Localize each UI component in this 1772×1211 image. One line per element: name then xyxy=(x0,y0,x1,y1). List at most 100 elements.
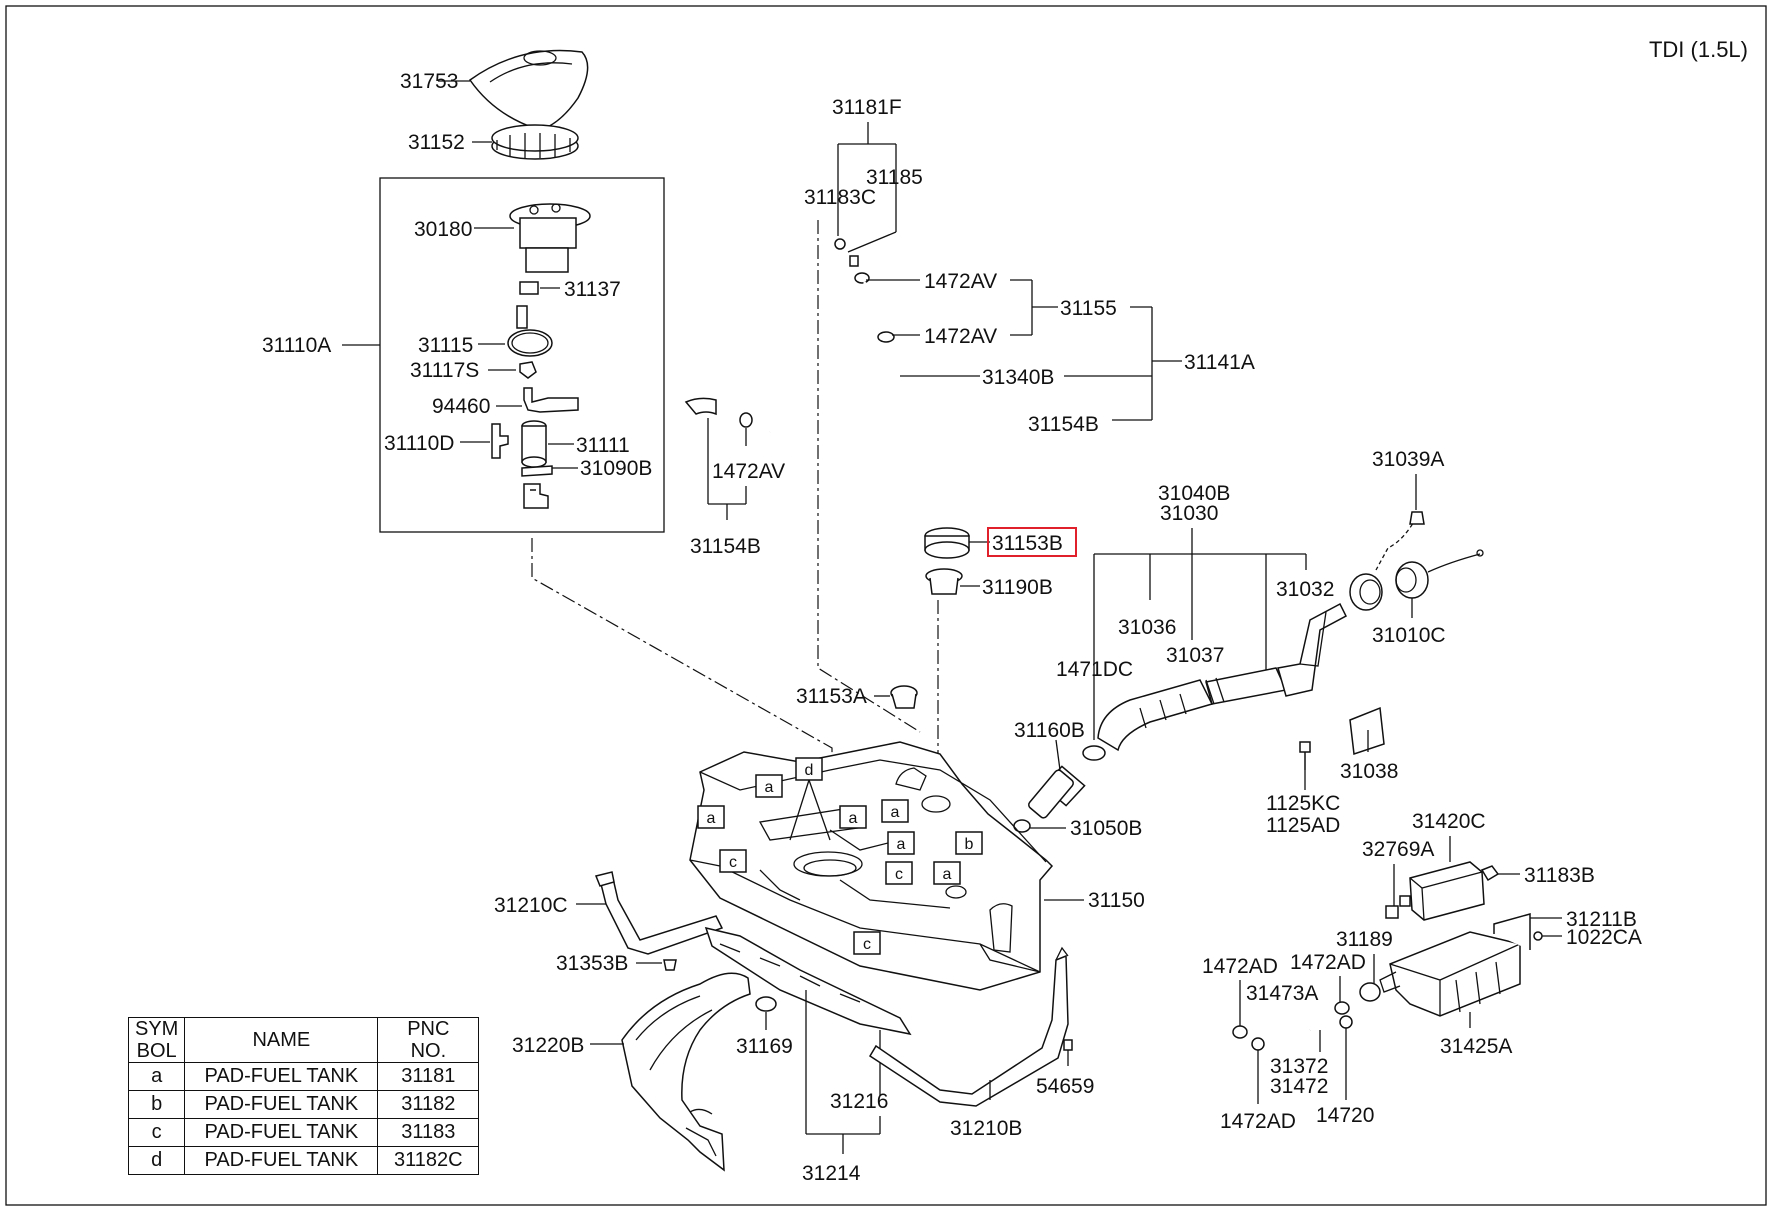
pad-marker-c3[interactable] xyxy=(853,931,881,955)
part-1472AD-clamp-a[interactable] xyxy=(1232,1025,1248,1039)
part-54659[interactable] xyxy=(1063,1039,1073,1051)
part-31183B[interactable] xyxy=(1480,865,1500,882)
part-31110D-bracket[interactable] xyxy=(491,423,509,459)
part-31185[interactable] xyxy=(849,255,859,267)
part-1125KC-bolt[interactable] xyxy=(1299,741,1311,770)
label-1125KC: 1125KC xyxy=(1266,792,1340,815)
label-31340B: 31340B xyxy=(982,366,1054,389)
part-31010C-cap[interactable] xyxy=(1395,549,1484,599)
pad-marker-a3[interactable] xyxy=(839,805,867,829)
label-31189: 31189 xyxy=(1336,928,1393,951)
part-31154B-hose[interactable] xyxy=(684,397,717,416)
part-hose-clamp-lower[interactable] xyxy=(877,331,895,343)
part-31152-lock-ring[interactable] xyxy=(491,124,579,160)
label-31050B: 31050B xyxy=(1070,817,1142,840)
label-31036: 31036 xyxy=(1118,616,1176,639)
label-31152: 31152 xyxy=(408,131,465,154)
part-31353B[interactable] xyxy=(663,959,677,971)
part-32769A[interactable] xyxy=(1385,905,1399,919)
legend-row[interactable]: c PAD-FUEL TANK 31183 xyxy=(127,1118,480,1147)
part-31183C[interactable] xyxy=(834,238,846,250)
part-1471DC-clamp[interactable] xyxy=(1082,745,1106,761)
label-1022CA: 1022CA xyxy=(1566,926,1642,949)
part-31216-band[interactable] xyxy=(704,926,912,1036)
part-31050B-clamp[interactable] xyxy=(1013,819,1031,833)
part-31111-pump[interactable] xyxy=(521,420,547,468)
part-30180-sender[interactable] xyxy=(509,203,591,273)
label-31210B: 31210B xyxy=(950,1117,1022,1140)
part-31425A-bracket[interactable] xyxy=(1379,913,1531,1017)
part-hose-clamp-upper[interactable] xyxy=(854,272,870,284)
part-31038-label[interactable] xyxy=(1349,706,1385,756)
part-31220B-protector[interactable] xyxy=(621,972,751,1172)
part-31150-fuel-tank[interactable] xyxy=(689,741,1054,991)
pad-marker-b1[interactable] xyxy=(955,831,983,855)
part-31210C-strap[interactable] xyxy=(599,872,724,955)
part-31090B-filter[interactable] xyxy=(521,465,553,477)
legend-row[interactable]: b PAD-FUEL TANK 31182 xyxy=(127,1090,480,1119)
pad-marker-c1[interactable] xyxy=(719,849,747,873)
pad-marker-c1-text: c xyxy=(729,854,737,871)
pad-markers: a a a a a a b c c c d xyxy=(697,757,983,955)
part-31753-pad[interactable] xyxy=(468,49,589,131)
highlight-box-31153B xyxy=(987,527,1077,557)
part-31117S[interactable] xyxy=(519,361,537,379)
part-94460-connector[interactable] xyxy=(523,387,579,413)
pad-marker-a6[interactable] xyxy=(933,861,961,885)
label-31154B-upper: 31154B xyxy=(1028,413,1099,436)
part-31420C-canister[interactable] xyxy=(1399,861,1485,921)
label-31190B: 31190B xyxy=(982,576,1053,599)
label-31153A: 31153A xyxy=(796,685,867,708)
label-31185: 31185 xyxy=(866,166,923,189)
diagram-frame xyxy=(5,5,1767,1206)
label-31150: 31150 xyxy=(1088,889,1145,912)
pad-marker-c2[interactable] xyxy=(885,861,913,885)
label-31141A: 31141A xyxy=(1184,351,1255,374)
label-1472AD-bottom: 1472AD xyxy=(1220,1110,1296,1133)
part-31210B-strap[interactable] xyxy=(868,946,1069,1107)
part-31473A-hose[interactable] xyxy=(1247,1009,1320,1032)
part-31340B-hose[interactable] xyxy=(769,281,897,433)
pad-marker-a1[interactable] xyxy=(755,774,783,798)
part-1472AD-clamp-b[interactable] xyxy=(1334,1001,1350,1015)
part-31039A-screw[interactable] xyxy=(1409,511,1425,525)
legend-row[interactable]: a PAD-FUEL TANK 31181 xyxy=(127,1062,480,1091)
part-pump-rod[interactable] xyxy=(516,305,528,329)
part-31137[interactable] xyxy=(519,281,539,295)
part-31190B-plug[interactable] xyxy=(925,568,963,595)
legend-symbol: d xyxy=(127,1146,186,1175)
part-31169-grommet[interactable] xyxy=(755,996,777,1012)
label-14720: 14720 xyxy=(1316,1104,1374,1127)
label-31153B[interactable]: 31153B xyxy=(992,532,1063,555)
legend-header-sym-line2: BOL xyxy=(136,1040,177,1062)
part-31160B-hose[interactable] xyxy=(1027,761,1088,819)
label-31420C: 31420C xyxy=(1412,810,1486,833)
legend-row[interactable]: d PAD-FUEL TANK 31182C xyxy=(127,1146,480,1175)
part-1022CA-bolt[interactable] xyxy=(1533,931,1543,941)
part-31153A-grommet[interactable] xyxy=(890,685,918,709)
label-31214: 31214 xyxy=(802,1162,861,1185)
part-31153B-gasket[interactable] xyxy=(924,527,970,559)
legend-symbol: b xyxy=(127,1090,186,1119)
pad-legend-table: SYM BOL NAME PNC NO. a PAD-FUEL TANK 311… xyxy=(127,1017,480,1175)
pad-marker-a5[interactable] xyxy=(887,831,915,855)
label-31160B: 31160B xyxy=(1014,719,1085,742)
part-31372-hose-end[interactable] xyxy=(1251,1037,1265,1051)
part-31032-breather[interactable] xyxy=(1277,602,1347,697)
part-31115-oring[interactable] xyxy=(507,329,553,357)
assembly-line-vapor xyxy=(817,220,921,733)
part-31036-filler-hose[interactable] xyxy=(1097,679,1214,752)
label-31110A: 31110A xyxy=(262,334,331,357)
part-1472AV-clamp[interactable] xyxy=(739,412,753,428)
pad-marker-a4[interactable] xyxy=(881,799,909,823)
part-filler-neck-head[interactable] xyxy=(1349,573,1383,611)
part-31037-filler-pipe[interactable] xyxy=(1205,667,1288,705)
pad-marker-a2[interactable] xyxy=(697,805,725,829)
part-31189[interactable] xyxy=(1359,982,1381,1002)
part-14720-clamp[interactable] xyxy=(1339,1015,1353,1029)
label-1472AV-left: 1472AV xyxy=(712,460,785,483)
part-pump-strainer[interactable] xyxy=(523,483,549,509)
label-31030: 31030 xyxy=(1160,502,1218,525)
